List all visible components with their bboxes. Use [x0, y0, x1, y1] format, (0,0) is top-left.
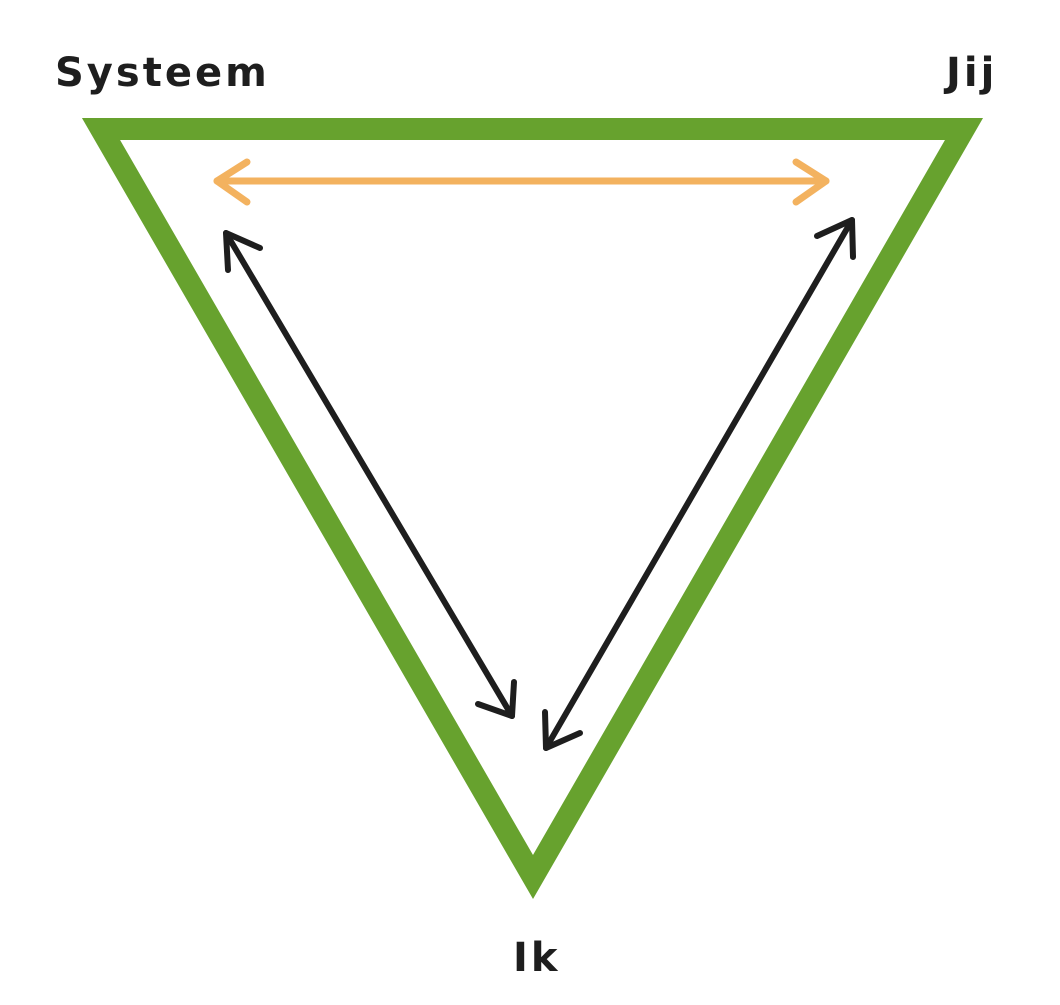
arrow-you-me [542, 217, 856, 751]
arrow-system-you [213, 158, 830, 206]
arrow-system-me [223, 230, 517, 719]
label-systeem: Systeem [55, 50, 270, 96]
label-ik: Ik [513, 935, 561, 981]
green-triangle [81, 118, 984, 900]
label-jij: Jij [946, 50, 998, 96]
